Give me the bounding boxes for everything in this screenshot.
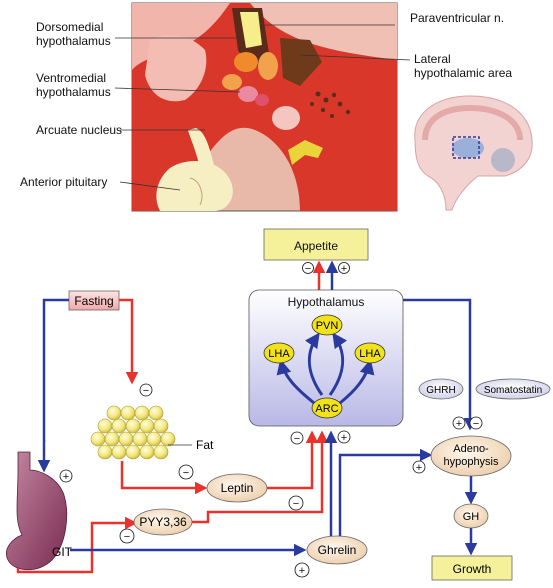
plus-sign-git	[59, 469, 73, 483]
leptin-label: Leptin	[221, 481, 254, 495]
hypothalamus-to-adenohypophysis-arrow	[403, 298, 477, 431]
label-arcuate-nucleus: Arcuate nucleus	[36, 123, 122, 137]
minus-sign-leptin-hypothalamus-text: −	[293, 498, 299, 510]
minus-sign-hypothalamus-bottom-text: −	[294, 433, 300, 445]
minus-sign-somatostatin-text: −	[473, 418, 479, 430]
lha-left-label: LHA	[268, 348, 290, 360]
minus-sign-hypothalamus-bottom	[290, 431, 304, 445]
arc-to-pvn-arrow-left	[304, 332, 324, 396]
somatostatin-label: Somatostatin	[484, 385, 542, 396]
pvn-node	[311, 314, 343, 336]
minus-sign-leptin-text: −	[183, 467, 189, 479]
ghrh-label: GHRH	[426, 385, 455, 396]
label-anterior-pituitary: Anterior pituitary	[20, 175, 107, 189]
growth-box	[431, 555, 513, 581]
pvn-label: PVN	[316, 320, 339, 332]
fasting-label: Fasting	[74, 294, 113, 308]
anatomy-illustration	[131, 2, 398, 212]
fat-cells-icon	[90, 405, 176, 460]
brain-icon	[414, 95, 533, 211]
label-lateral-2: hypothalamic area	[414, 66, 512, 80]
hypothalamus-label: Hypothalamus	[288, 295, 365, 309]
label-ventromedial-2: hypothalamus	[36, 85, 111, 99]
lha-left-node	[263, 342, 295, 364]
git-label: GIT	[52, 545, 73, 559]
arc-to-lha-right-arrow	[339, 359, 375, 405]
somatostatin-node	[475, 378, 551, 400]
plus-sign-git-text: +	[63, 471, 69, 483]
lha-right-node	[354, 342, 386, 364]
label-dorsomedial-2: hypothalamus	[36, 34, 111, 48]
minus-sign-fat	[139, 383, 153, 397]
ghrelin-to-adenohypophysis-arrow	[338, 448, 433, 536]
arc-node	[311, 397, 343, 419]
fat-to-leptin-arrow	[120, 461, 208, 495]
arc-label: ARC	[315, 403, 338, 415]
adenohypophysis-label-1: Adeno-	[453, 443, 489, 455]
minus-sign-pyy-text: −	[124, 531, 130, 543]
minus-sign-fat-text: −	[143, 385, 149, 397]
plus-sign-adenohypophysis-text: +	[416, 462, 422, 474]
anatomy-leader-lines	[114, 24, 411, 191]
ghrh-node	[418, 378, 464, 400]
minus-sign-appetite	[302, 262, 314, 274]
label-ventromedial-1: Ventromedial	[36, 71, 106, 85]
stomach-icon	[6, 451, 68, 571]
hypothalamus-box	[248, 289, 404, 427]
plus-sign-hypothalamus-bottom-text: +	[341, 432, 347, 444]
plus-sign-ghrh	[452, 416, 466, 430]
gh-label: GH	[463, 511, 480, 523]
growth-label: Growth	[453, 562, 492, 576]
plus-sign-hypothalamus-bottom	[337, 430, 351, 444]
label-lateral-1: Lateral	[414, 52, 451, 66]
minus-sign-leptin-hypothalamus	[288, 495, 304, 511]
adenohypophysis-label-2: hypophysis	[443, 456, 499, 468]
ghrelin-node	[306, 535, 368, 565]
leptin-to-hypothalamus-arrow	[267, 430, 319, 490]
fasting-to-fat-arrow	[119, 298, 139, 385]
label-paraventricular: Paraventricular n.	[410, 11, 504, 25]
plus-sign-ghrelin-text: +	[299, 565, 305, 577]
plus-sign-appetite	[338, 262, 350, 274]
fat-label: Fat	[196, 438, 214, 452]
fasting-to-git-line	[42, 298, 69, 442]
plus-sign-ghrelin	[294, 562, 310, 578]
label-dorsomedial-1: Dorsomedial	[36, 20, 103, 34]
minus-sign-appetite-text: −	[305, 263, 311, 275]
lha-right-label: LHA	[359, 348, 381, 360]
pyy-to-hypothalamus-arrow	[192, 430, 329, 524]
appetite-box	[263, 228, 369, 261]
arc-to-lha-left-arrow	[276, 359, 315, 405]
arc-to-pvn-arrow-right	[328, 332, 348, 396]
appetite-label: Appetite	[294, 239, 338, 253]
plus-sign-adenohypophysis	[412, 460, 426, 474]
ghrelin-label: Ghrelin	[318, 543, 357, 557]
git-to-pyy-arrow	[16, 516, 138, 574]
plus-sign-appetite-text: +	[341, 263, 347, 275]
minus-sign-leptin	[178, 464, 194, 480]
plus-sign-ghrh-text: +	[456, 418, 462, 430]
minus-sign-somatostatin	[469, 416, 483, 430]
pyy-label: PYY3,36	[139, 515, 187, 529]
minus-sign-pyy	[119, 528, 135, 544]
